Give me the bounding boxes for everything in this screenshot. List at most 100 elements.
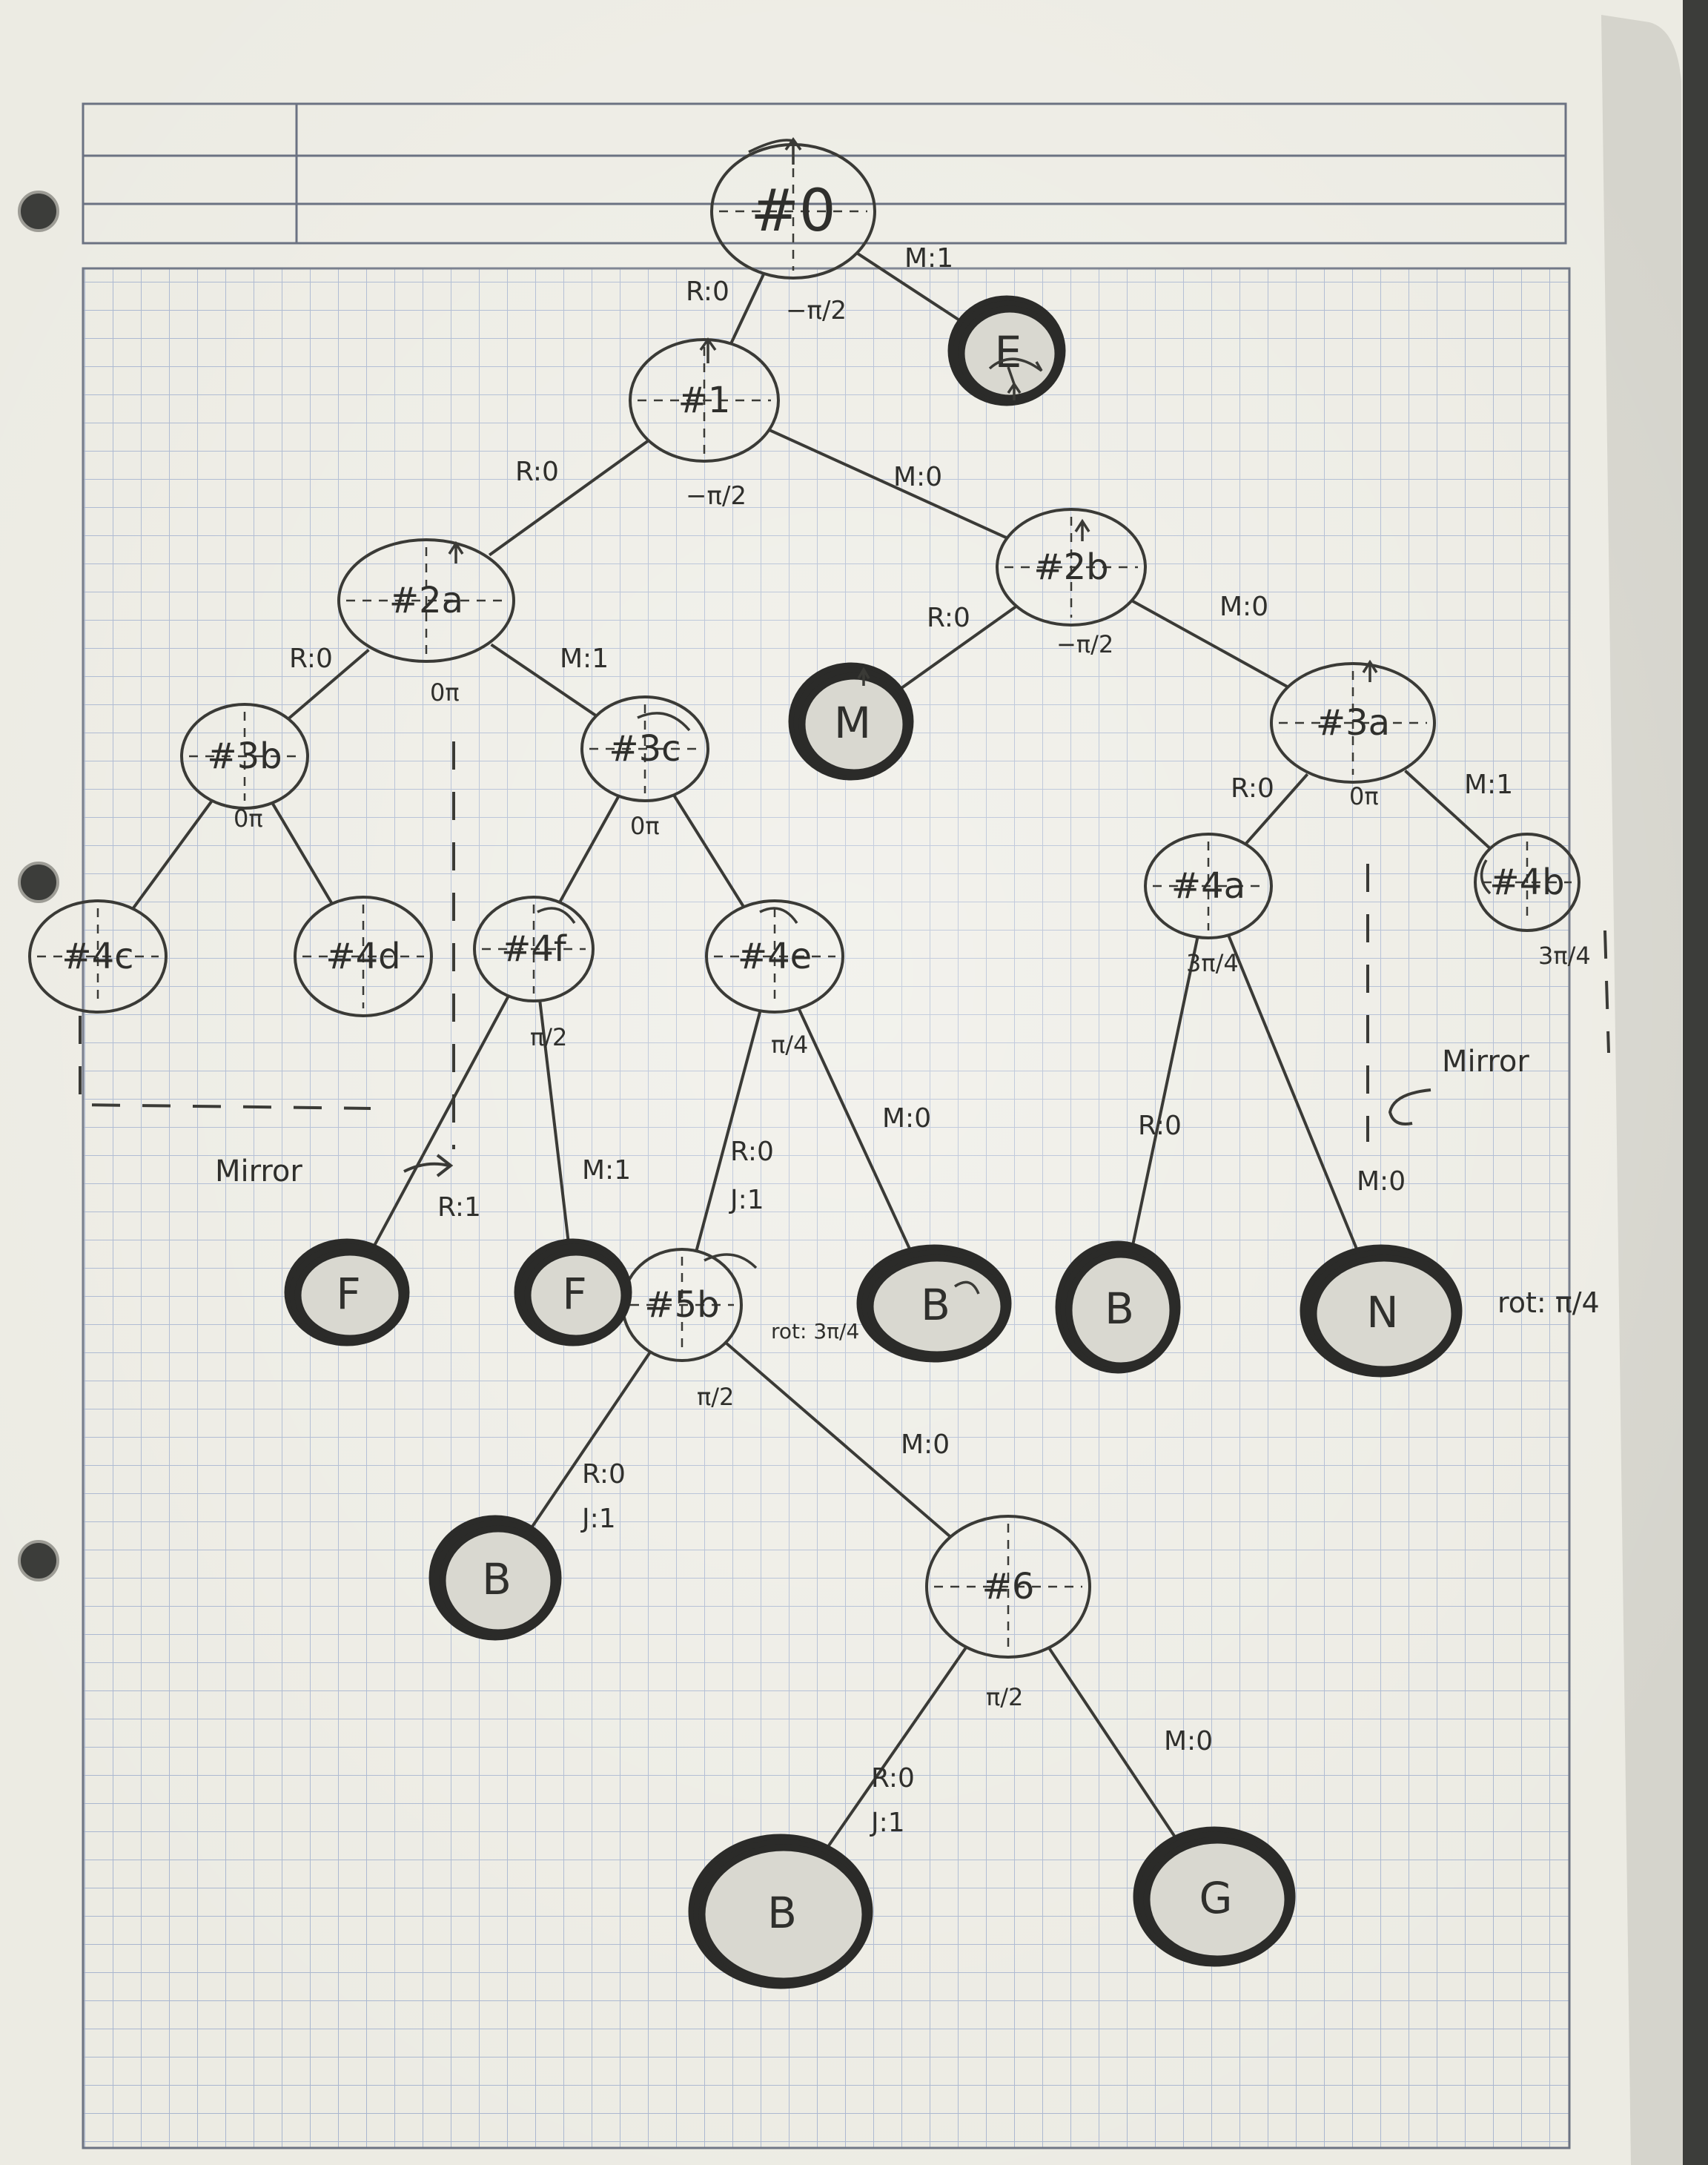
angle-label: 0π — [1349, 782, 1379, 810]
node-label: #3b — [207, 736, 282, 777]
node-circle — [473, 896, 595, 1002]
tree-edge-n2b-lM — [898, 605, 1017, 692]
edge-label: M:0 — [893, 462, 942, 492]
angle-label: −π/2 — [786, 296, 847, 325]
leaf-ring — [798, 672, 910, 776]
node-n3b: #3b — [180, 703, 309, 810]
edge-label: R:0 — [871, 1763, 915, 1794]
node-n4c: #4c — [28, 899, 168, 1014]
node-n0: #0 — [710, 143, 876, 280]
node-label: B — [767, 1888, 797, 1938]
node-label: #3a — [1316, 702, 1390, 744]
edge-label: M:0 — [1219, 592, 1268, 622]
node-circle — [996, 508, 1147, 627]
node-n3a: #3a — [1270, 662, 1436, 784]
binder-hole — [18, 862, 59, 903]
tree-edge-n0-n1 — [729, 272, 766, 345]
node-label: #4d — [325, 936, 400, 977]
node-label: #4f — [501, 928, 567, 970]
node-crosshair — [638, 347, 771, 454]
angle-label: π/2 — [986, 1683, 1023, 1711]
tree-nodes: #0#1#2a#2b#3a#3b#3c#4a#4b#4c#4d#4e#4f#5b… — [28, 143, 1580, 1989]
edge-label: M:0 — [882, 1103, 931, 1134]
node-n4f: #4f — [473, 896, 595, 1002]
tree-edge-n3b-n4d — [271, 801, 334, 905]
node-label: #1 — [678, 380, 731, 421]
node-circle — [925, 1515, 1091, 1659]
tree-edge-n4a-lB2 — [1131, 936, 1199, 1249]
node-crosshair — [714, 908, 835, 1005]
tree-edge-n4e-lB1 — [797, 1007, 913, 1253]
node-n4b: #4b — [1474, 833, 1580, 932]
tree-edge-n3a-n4a — [1244, 773, 1309, 845]
node-crosshair — [1279, 671, 1427, 775]
node-n3c: #3c — [580, 695, 709, 802]
binder-hole — [18, 1540, 59, 1581]
binder-hole — [18, 191, 59, 232]
node-label: #2a — [389, 580, 463, 621]
edge-label: R:0 — [686, 277, 729, 307]
node-label: F — [336, 1269, 360, 1319]
tree-edge-n2b-n3a — [1131, 599, 1288, 688]
node-label: M — [834, 698, 871, 748]
node-crosshair — [302, 905, 424, 1008]
tree-edges — [131, 251, 1492, 1851]
node-circle — [705, 899, 844, 1014]
node-n1: #1 — [629, 338, 780, 463]
leaf-lE: E — [947, 295, 1066, 406]
node-n4a: #4a — [1144, 833, 1273, 939]
tree-edge-n1-n2a — [488, 439, 650, 557]
tree-edge-n0-lE — [855, 251, 964, 325]
tree-edge-n6-lB4 — [825, 1645, 968, 1851]
node-crosshair — [189, 712, 300, 801]
edge-label: R:0 — [515, 457, 559, 487]
tree-edge-n4e-n5 — [695, 1009, 762, 1253]
angle-label: −π/2 — [1056, 630, 1113, 658]
edge-label: R:0 — [582, 1459, 626, 1490]
node-label: #5b — [644, 1284, 719, 1326]
node-label: B — [921, 1280, 950, 1330]
leaf-ring — [524, 1249, 628, 1342]
edge-label: R:1 — [437, 1192, 481, 1223]
node-label: #0 — [751, 178, 836, 245]
leaf-lB2: B — [1055, 1240, 1181, 1374]
node-crosshair — [1153, 842, 1264, 931]
angle-label: 0π — [430, 678, 460, 707]
rotation-note: rot: 3π/4 — [771, 1319, 859, 1343]
leaf-ring — [1065, 1251, 1176, 1369]
tree-edge-n4f-lF1 — [371, 994, 511, 1249]
edge-labels: R:0 M:1 −π/2 R:0 M:0 −π/2 R:0 M:1 0π R:0… — [215, 243, 1600, 1838]
node-crosshair — [934, 1524, 1082, 1650]
angle-label: π/4 — [771, 1031, 808, 1059]
node-n2b: #2b — [996, 508, 1147, 627]
binder-holes — [18, 191, 59, 1581]
mirror-arrows — [403, 1088, 1431, 1177]
tree-edge-n3c-n4e — [672, 793, 746, 908]
leaf-ring — [958, 305, 1062, 402]
leaf-lB1: B — [856, 1244, 1012, 1363]
edge-label: M:1 — [904, 243, 953, 274]
node-circle — [337, 538, 515, 663]
leaf-ring — [1310, 1255, 1458, 1373]
node-circle — [580, 695, 709, 802]
angle-label: 3π/4 — [1186, 949, 1239, 977]
tree-edge-n6-lG — [1047, 1646, 1179, 1842]
edge-label: M:1 — [1464, 770, 1513, 800]
edge-label: J:1 — [580, 1504, 616, 1534]
edge-label: R:0 — [1138, 1111, 1182, 1141]
tree-edge-n3c-n4f — [557, 795, 620, 904]
mirror-note: Mirror — [1442, 1045, 1529, 1079]
leaf-lN: N — [1300, 1244, 1463, 1378]
edge-label: R:0 — [1231, 773, 1274, 804]
angle-label: 0π — [234, 804, 263, 833]
leaf-ring — [1143, 1837, 1291, 1963]
node-label: F — [562, 1269, 586, 1319]
edge-label: J:1 — [729, 1185, 764, 1215]
node-label: N — [1366, 1287, 1398, 1338]
leaf-ring — [698, 1844, 869, 1985]
node-crosshair — [482, 905, 586, 994]
tree-edge-n2a-n3c — [490, 643, 598, 718]
tree-edge-n4a-lN — [1226, 933, 1360, 1254]
tree-edge-n2a-n3b — [287, 648, 370, 721]
